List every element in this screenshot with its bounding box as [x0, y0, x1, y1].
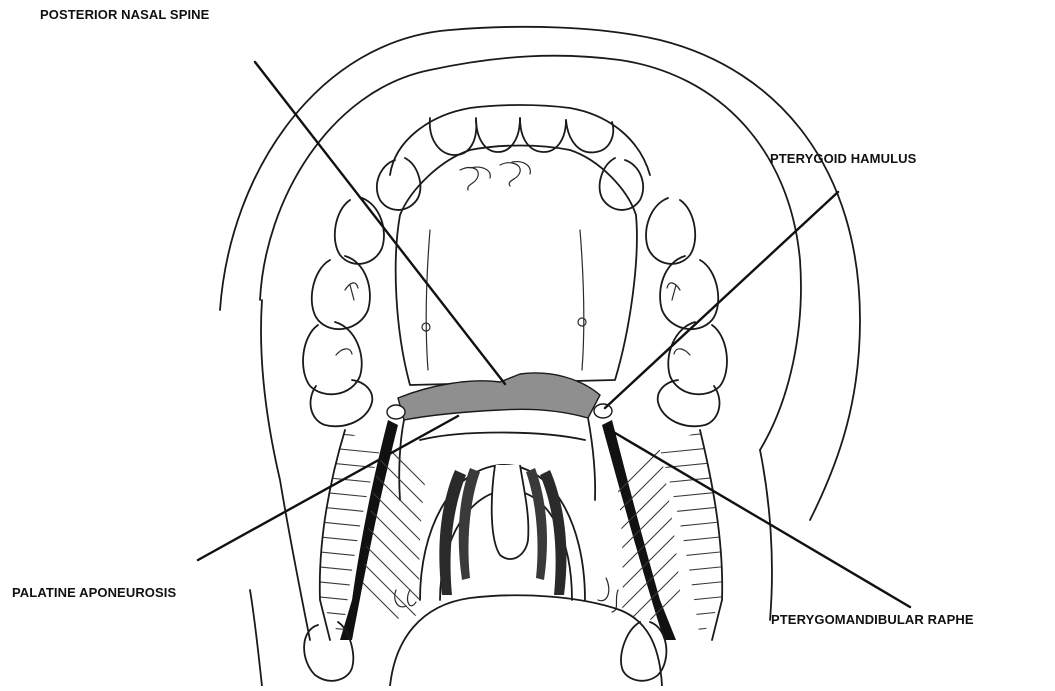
lip-outline — [220, 27, 860, 686]
palatine-aponeurosis-shape — [398, 373, 600, 420]
tongue-and-lower-teeth — [304, 595, 666, 686]
leader-pterygoid-hamulus — [605, 192, 838, 408]
constrictor-hatching-right — [610, 420, 690, 660]
leader-posterior-nasal-spine — [255, 62, 505, 384]
label-palatine-aponeurosis: PALATINE APONEUROSIS — [12, 585, 176, 600]
label-pterygomandibular-raphe: PTERYGOMANDIBULAR RAPHE — [771, 612, 974, 627]
label-posterior-nasal-spine: POSTERIOR NASAL SPINE — [40, 7, 209, 22]
label-pterygoid-hamulus: PTERYGOID HAMULUS — [770, 151, 916, 166]
soft-palate — [399, 418, 595, 600]
